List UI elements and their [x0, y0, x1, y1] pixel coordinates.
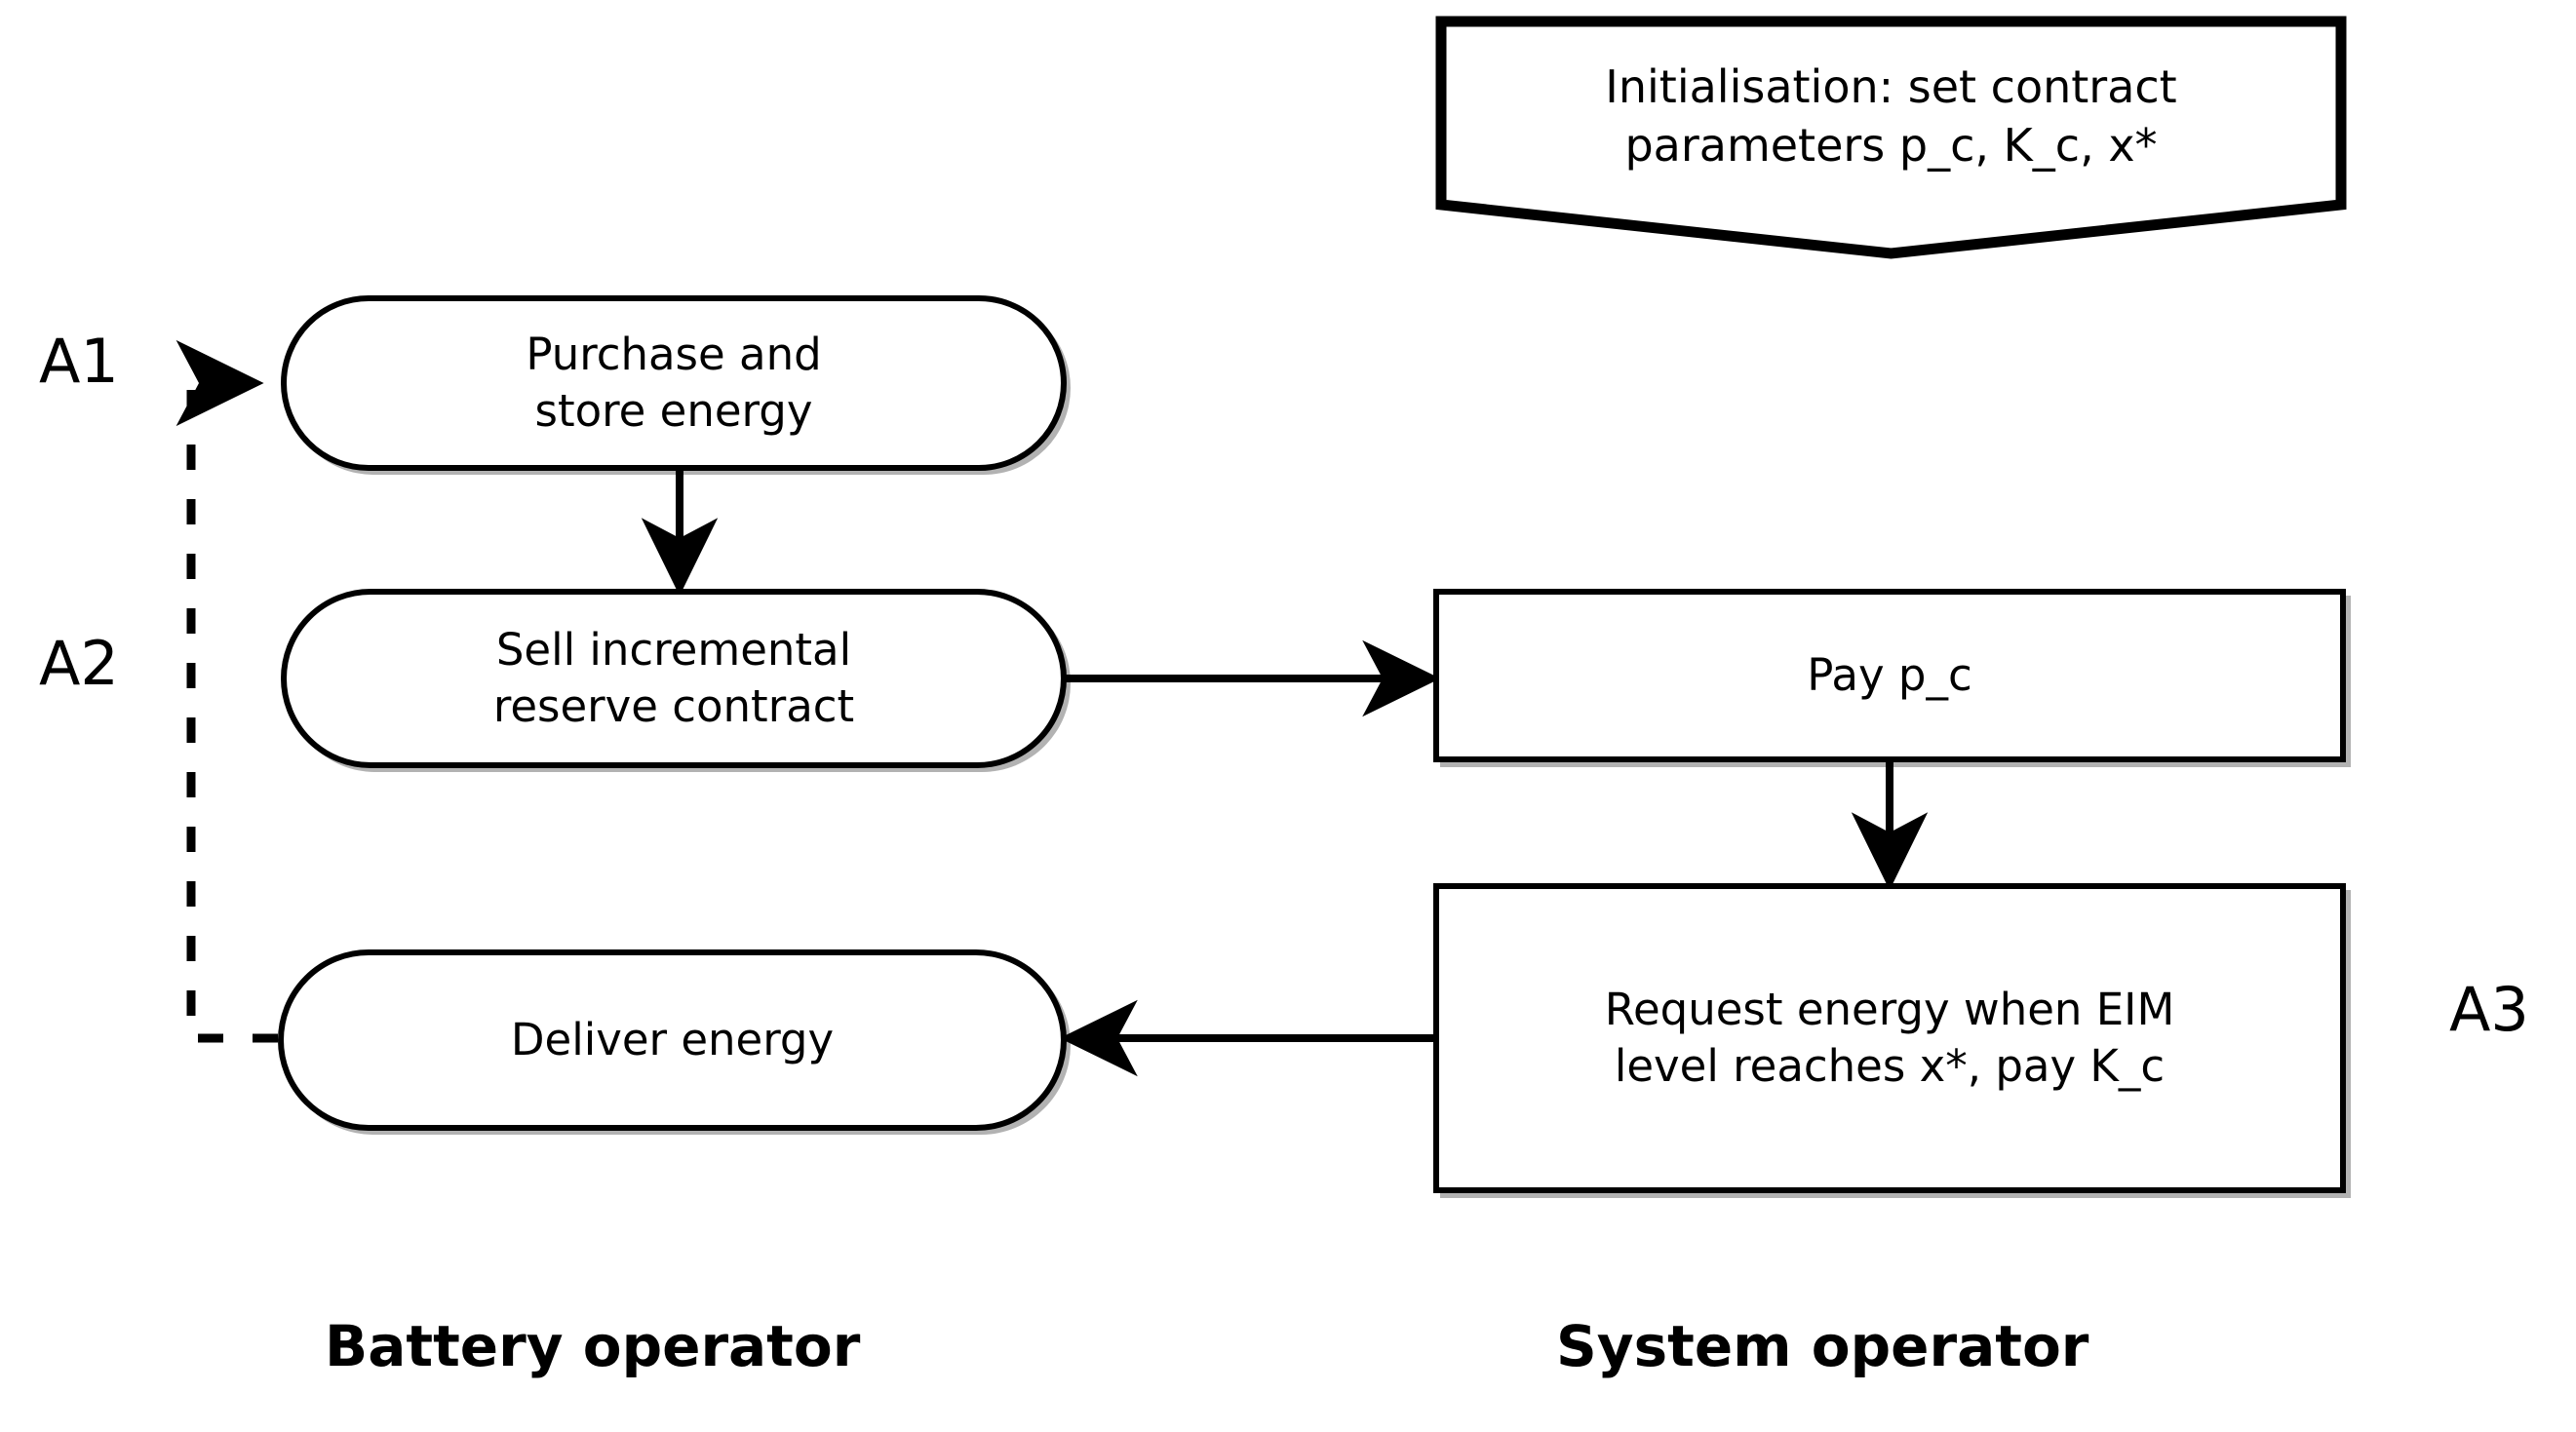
node-sell-reserve-contract[interactable]: Sell incremental reserve contract: [281, 589, 1067, 768]
node-pay-pc-label: Pay p_c: [1807, 648, 1972, 701]
stage-tag-a2: A2: [39, 628, 119, 699]
lane-title-system-operator: System operator: [1556, 1313, 2089, 1379]
node-initialisation[interactable]: Initialisation: set contract parameters …: [1435, 16, 2347, 259]
node-request-energy-label: Request energy when EIM level reaches x*…: [1604, 983, 2175, 1093]
node-deliver-energy-label: Deliver energy: [510, 1013, 835, 1065]
node-initialisation-label: Initialisation: set contract parameters …: [1605, 60, 2177, 172]
node-pay-pc[interactable]: Pay p_c: [1433, 589, 2346, 762]
stage-tag-a3: A3: [2449, 974, 2529, 1045]
stage-tag-a1: A1: [39, 326, 119, 397]
node-request-energy[interactable]: Request energy when EIM level reaches x*…: [1433, 883, 2346, 1193]
node-purchase-store-energy[interactable]: Purchase and store energy: [281, 295, 1067, 471]
node-sell-reserve-contract-label: Sell incremental reserve contract: [492, 623, 855, 733]
lane-title-battery-operator: Battery operator: [325, 1313, 861, 1379]
pentagon-shape-icon: [1435, 16, 2347, 259]
node-deliver-energy[interactable]: Deliver energy: [278, 949, 1067, 1131]
node-purchase-store-energy-label: Purchase and store energy: [526, 328, 822, 438]
edge-cycle-return: [176, 339, 278, 1043]
